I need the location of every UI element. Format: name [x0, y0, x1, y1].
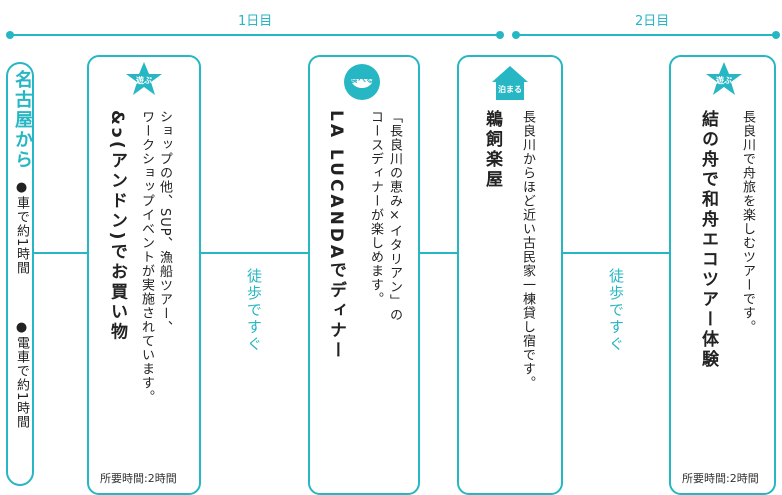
day2-label: 2日目	[635, 14, 670, 29]
card-yui-no-fune[interactable]	[669, 55, 776, 495]
origin-train: ●電車で約1時間	[14, 320, 29, 430]
timeline-day1-end-dot	[496, 31, 504, 39]
card-andon-desc-1: ショップの他、SUP、漁船ツアー、	[157, 110, 172, 335]
origin-capsule	[6, 62, 34, 486]
card-yui-no-fune-desc: 長良川で舟旅を楽しむツアーです。	[740, 110, 755, 334]
badge-label: 食べる	[350, 75, 374, 84]
star-badge-icon: 遊ぶ	[704, 60, 744, 100]
badge-label: 泊まる	[498, 85, 522, 94]
walk-label-2: 徒歩ですぐ	[607, 268, 625, 353]
walk-label-1: 徒歩ですぐ	[245, 268, 263, 353]
timeline-end-dot	[772, 31, 780, 39]
card-yui-no-fune-title: 結の舟で和舟エコツアー体験	[698, 110, 718, 370]
card-andon[interactable]	[87, 55, 201, 495]
connector-card2-card3	[420, 252, 458, 254]
timeline-day1-line	[10, 34, 500, 36]
star-badge-icon: 遊ぶ	[124, 60, 164, 100]
timeline-start-dot	[6, 31, 14, 39]
timeline-day2-line	[516, 34, 776, 36]
card-andon-duration: 所要時間:2時間	[100, 472, 177, 485]
card-andon-desc-2: ワークショップイベントが実施されています。	[139, 110, 154, 404]
connector-card3-card4	[562, 252, 670, 254]
card-ukai-gakuya-desc: 長良川からほど近い古民家一棟貸し宿です。	[520, 110, 535, 390]
bowl-badge-icon: 食べる	[342, 62, 382, 102]
card-yui-no-fune-duration: 所要時間:2時間	[682, 472, 759, 485]
day1-label: 1日目	[238, 14, 273, 29]
connector-origin-card1	[34, 252, 88, 254]
origin-car: ●車で約1時間	[14, 180, 29, 276]
card-ukai-gakuya[interactable]	[457, 55, 563, 495]
card-andon-title: &ɔ(アンドン)でお買い物	[107, 110, 127, 343]
badge-label: 遊ぶ	[716, 75, 732, 85]
badge-label: 遊ぶ	[136, 75, 152, 85]
connector-card1-card2	[200, 252, 308, 254]
card-lucanda-title: LA LUCANDAでディナー	[326, 110, 346, 362]
card-lucanda-desc-2: コースディナーが楽しめます。	[368, 110, 383, 306]
card-lucanda-desc-1: 「長良川の恵み×イタリアン」の	[387, 110, 402, 322]
house-badge-icon: 泊まる	[490, 62, 530, 102]
origin-city: 名古屋から	[12, 70, 33, 170]
card-ukai-gakuya-title: 鵜飼楽屋	[482, 110, 502, 190]
